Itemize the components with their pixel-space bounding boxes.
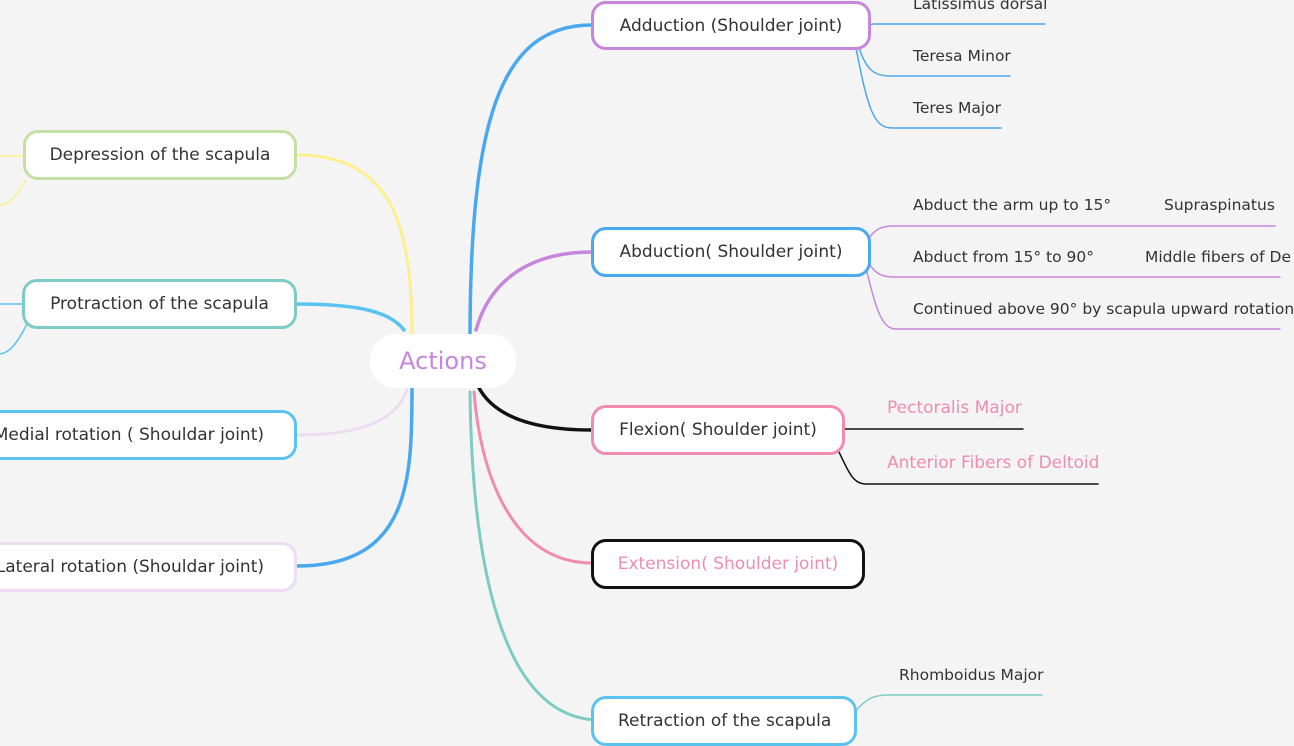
topic-extension-label: Extension( Shoulder joint) <box>617 554 839 574</box>
topic-flexion[interactable]: Flexion( Shoulder joint) <box>591 405 845 455</box>
leaf-continued-above-90[interactable]: Continued above 90° by scapula upward ro… <box>913 300 1294 318</box>
topic-abduction-label: Abduction( Shoulder joint) <box>619 242 843 262</box>
root-node-actions[interactable]: Actions <box>370 334 516 388</box>
leaf-teresa-minor[interactable]: Teresa Minor <box>913 47 1011 65</box>
topic-abduction[interactable]: Abduction( Shoulder joint) <box>591 227 871 277</box>
leaf-pectoralis-major[interactable]: Pectoralis Major <box>887 398 1022 418</box>
leaf-latissimus-dorsal[interactable]: Latissimus dorsal <box>913 0 1048 13</box>
topic-extension[interactable]: Extension( Shoulder joint) <box>591 539 865 589</box>
topic-medial-rotation-label: Medial rotation ( Shouldar joint) <box>0 425 264 445</box>
connector-protraction <box>295 302 406 332</box>
topic-lateral-rotation-label: Lateral rotation (Shouldar joint) <box>0 557 264 577</box>
leaf-rhomboidus-major[interactable]: Rhomboidus Major <box>899 666 1044 684</box>
topic-medial-rotation[interactable]: Medial rotation ( Shouldar joint) <box>0 410 297 460</box>
topic-adduction-label: Adduction (Shoulder joint) <box>619 15 843 36</box>
leaf-teres-major[interactable]: Teres Major <box>913 99 1001 117</box>
connector-flexion <box>476 384 594 432</box>
connector-medial <box>295 384 410 437</box>
topic-depression[interactable]: Depression of the scapula <box>23 130 297 180</box>
connector-adduction <box>468 23 594 342</box>
topic-protraction[interactable]: Protraction of the scapula <box>22 279 297 329</box>
leaf-abduct-up-to-15[interactable]: Abduct the arm up to 15° <box>913 196 1112 214</box>
topic-depression-label: Depression of the scapula <box>49 145 271 165</box>
leaf-supraspinatus[interactable]: Supraspinatus <box>1164 196 1275 214</box>
connector-depression <box>295 153 414 342</box>
topic-retraction[interactable]: Retraction of the scapula <box>591 696 857 746</box>
connector-lateral <box>295 386 414 568</box>
root-label: Actions <box>399 347 487 375</box>
leaf-abduct-15-to-90[interactable]: Abduct from 15° to 90° <box>913 248 1094 266</box>
connector-lines <box>0 23 1281 722</box>
leaf-anterior-fibers-deltoid[interactable]: Anterior Fibers of Deltoid <box>887 453 1100 473</box>
topic-retraction-label: Retraction of the scapula <box>618 711 832 731</box>
topic-protraction-label: Protraction of the scapula <box>50 294 269 314</box>
connector-extension <box>472 390 594 565</box>
topic-adduction[interactable]: Adduction (Shoulder joint) <box>591 1 871 50</box>
topic-lateral-rotation[interactable]: Lateral rotation (Shouldar joint) <box>0 542 297 592</box>
leaf-middle-fibers-deltoid[interactable]: Middle fibers of De <box>1145 248 1291 266</box>
connector-retraction <box>468 390 602 722</box>
connector-abduction <box>474 250 594 332</box>
topic-flexion-label: Flexion( Shoulder joint) <box>619 420 817 440</box>
